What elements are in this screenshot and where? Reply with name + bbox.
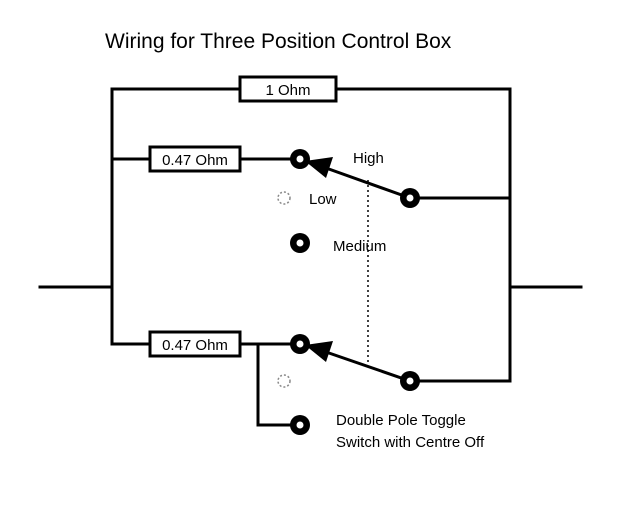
switch-lever-lower bbox=[305, 341, 412, 383]
wires bbox=[38, 87, 583, 427]
resistor-1-ohm-label: 1 Ohm bbox=[265, 82, 310, 99]
switch-lever-upper bbox=[305, 157, 412, 200]
resistor-upper-label: 0.47 Ohm bbox=[162, 152, 228, 169]
terminal-lower-pivot bbox=[400, 371, 420, 391]
resistor-lower-label: 0.47 Ohm bbox=[162, 337, 228, 354]
terminal-lower-ghost bbox=[277, 374, 291, 388]
label-medium: Medium bbox=[333, 238, 386, 255]
label-low: Low bbox=[309, 191, 337, 208]
terminal-low-ghost bbox=[277, 191, 291, 205]
resistor-1-ohm: 1 Ohm bbox=[238, 75, 338, 103]
diagram-title: Wiring for Three Position Control Box bbox=[105, 30, 452, 53]
label-high: High bbox=[353, 150, 384, 167]
resistor-lower-0-47-ohm: 0.47 Ohm bbox=[148, 330, 242, 358]
terminal-medium bbox=[290, 233, 310, 253]
terminal-lower-contact bbox=[290, 334, 310, 354]
terminal-high bbox=[290, 149, 310, 169]
switch-note-line1: Double Pole Toggle bbox=[336, 412, 466, 429]
switch-note-line2: Switch with Centre Off bbox=[336, 434, 485, 451]
resistor-upper-0-47-ohm: 0.47 Ohm bbox=[148, 145, 242, 173]
terminal-bottom bbox=[290, 415, 310, 435]
terminal-upper-pivot bbox=[400, 188, 420, 208]
